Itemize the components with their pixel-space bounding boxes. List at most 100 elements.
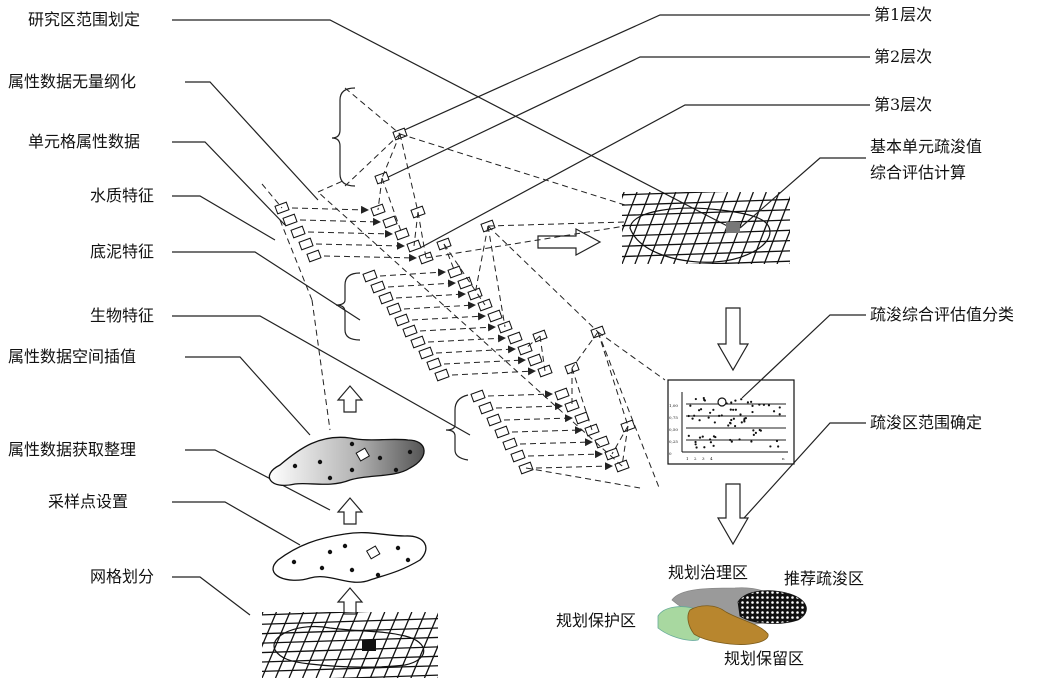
- flow-arrow: [379, 268, 446, 277]
- hierarchy-link: [344, 133, 401, 187]
- grid-top-vline: [634, 192, 664, 264]
- flow-arrow: [411, 312, 486, 321]
- label-classify: 疏浚综合评估值分类: [870, 305, 1014, 324]
- planning-zone-map: [657, 587, 807, 645]
- grid-top-vline: [660, 192, 690, 264]
- scatter-point: [701, 435, 704, 438]
- input-cell: [290, 225, 306, 239]
- scatter-point: [732, 417, 735, 420]
- y-tick-label: 0: [669, 451, 672, 456]
- scatter-point: [734, 399, 737, 402]
- grid-bottom-vline: [288, 612, 318, 678]
- sample-dot: [393, 467, 399, 473]
- hierarchy-link: [539, 335, 546, 372]
- flow-arrow: [307, 229, 393, 238]
- normalized-cell: [467, 287, 483, 301]
- grid-bottom-hline: [262, 612, 371, 616]
- grid-bottom-vline: [410, 612, 438, 678]
- hierarchy-link: [317, 179, 346, 193]
- flow-arrow: [503, 414, 573, 423]
- grid-top-vline: [622, 192, 638, 233]
- input-cell: [470, 389, 486, 403]
- input-cell: [370, 280, 386, 294]
- label-biology: 生物特征: [90, 306, 154, 325]
- grid-bottom-vline: [465, 612, 493, 678]
- hierarchy-link: [425, 225, 626, 259]
- flow-arrows: [336, 227, 750, 615]
- grid-top-vline: [816, 192, 844, 264]
- sample-dot: [317, 459, 323, 465]
- hierarchy-link: [621, 425, 629, 467]
- grid-bottom-hline: [262, 617, 438, 625]
- y-tick-label: 0,75: [669, 415, 678, 420]
- label-level-2: 第2层次: [874, 47, 932, 66]
- label-eval-line2: 综合评估计算: [870, 163, 966, 182]
- scatter-point: [713, 421, 716, 424]
- scatter-point: [730, 418, 733, 422]
- flow-arrow: [487, 390, 553, 399]
- input-cell: [502, 437, 518, 451]
- grid-top-vline: [647, 192, 677, 264]
- scatter-point: [775, 439, 779, 443]
- label-nondimensionalize: 属性数据无量纲化: [8, 72, 136, 91]
- braces: [331, 87, 469, 461]
- attribute-hierarchy-tree: [261, 87, 666, 491]
- scatter-point: [730, 401, 733, 404]
- normalized-cell: [594, 435, 610, 449]
- grid-top-vline: [750, 192, 780, 264]
- label-sampling-points: 采样点设置: [48, 492, 128, 511]
- normalized-cell: [382, 215, 398, 229]
- recommended-zone: [737, 590, 807, 624]
- input-cell: [478, 401, 494, 415]
- grid-bottom-hline: [262, 655, 438, 663]
- scatter-point: [697, 409, 701, 412]
- flow-arrow: [527, 450, 603, 459]
- down-arrow-2-icon: [716, 483, 750, 546]
- hierarchy-link: [377, 177, 383, 211]
- scatter-point: [720, 414, 723, 417]
- hierarchy-link: [443, 243, 456, 273]
- input-cell: [282, 213, 298, 227]
- hierarchy-link: [417, 211, 427, 259]
- hierarchy-link: [525, 467, 641, 489]
- scatter-point: [698, 436, 702, 439]
- scatter-point: [702, 396, 705, 400]
- grid-bottom-vline: [437, 676, 438, 678]
- scatter-point: [752, 429, 755, 432]
- grid-top-vline: [776, 228, 790, 264]
- label-sediment: 底泥特征: [90, 242, 154, 261]
- grid-bottom-vline: [479, 612, 507, 678]
- normalized-cell: [574, 411, 590, 425]
- grid-division-map: [262, 612, 507, 678]
- label-grid-division: 网格划分: [90, 567, 154, 586]
- input-cell: [378, 291, 394, 305]
- hierarchy-link: [611, 425, 629, 455]
- hierarchy-link: [317, 191, 623, 467]
- hierarchy-link: [487, 225, 599, 333]
- reserve-zone: [687, 605, 769, 645]
- level-labels: 第1层次 第2层次 第3层次: [381, 5, 932, 249]
- scatter-point: [752, 433, 755, 436]
- grid-top-hline: [622, 229, 790, 237]
- scatter-point: [772, 410, 776, 413]
- grid-bottom-hline: [262, 665, 438, 673]
- sample-dot: [395, 545, 401, 551]
- sample-dot: [291, 559, 297, 565]
- grid-bottom-vline: [262, 612, 264, 616]
- normalized-cell: [564, 399, 580, 413]
- up-arrow-3-icon: [336, 385, 364, 413]
- normalized-cell: [394, 227, 410, 241]
- grid-top-vline: [673, 192, 703, 264]
- grid-top-hline: [622, 192, 726, 196]
- normalized-cell: [507, 331, 523, 345]
- scatter-point: [687, 414, 690, 418]
- sampling-blob: [272, 531, 427, 583]
- hierarchy-link: [487, 225, 506, 328]
- scatter-point: [699, 408, 703, 411]
- grid-bottom-vline: [302, 612, 332, 678]
- input-cell: [510, 449, 526, 463]
- hierarchy-link: [399, 133, 626, 206]
- flow-arrow: [315, 241, 405, 250]
- scatter-point: [727, 424, 730, 427]
- y-tick-label: 0,25: [669, 439, 678, 444]
